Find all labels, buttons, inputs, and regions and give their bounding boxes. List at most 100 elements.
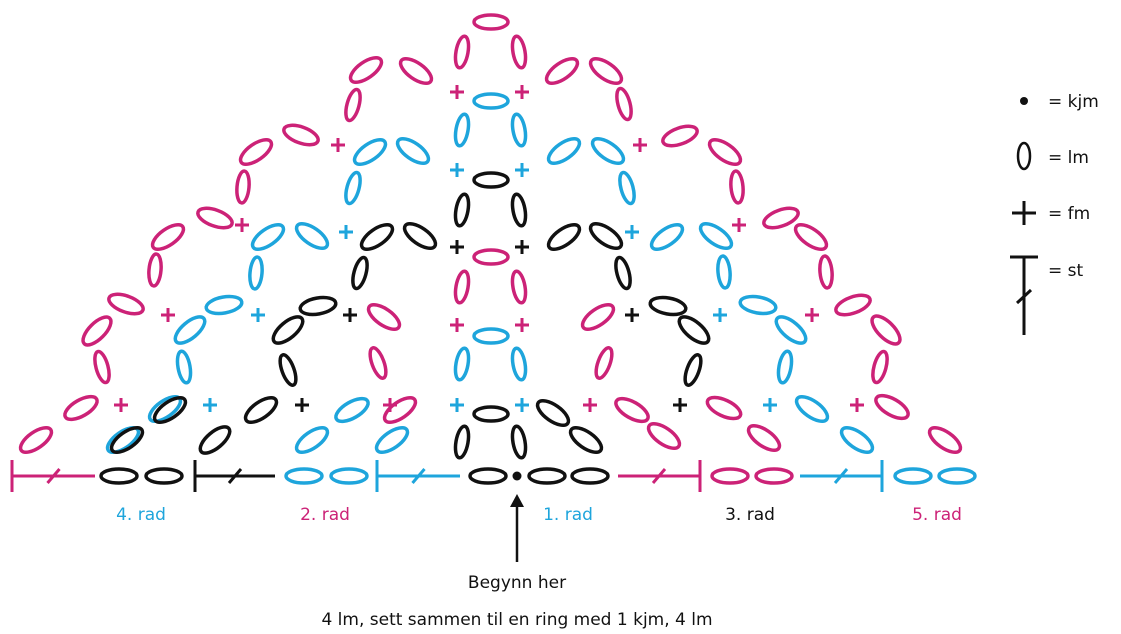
chain-oval-icon [893, 467, 933, 485]
single-crochet-plus-icon [203, 398, 217, 412]
chain-oval-icon [298, 295, 338, 317]
single-crochet-plus-icon [732, 218, 746, 232]
single-crochet-plus-icon [450, 85, 464, 99]
legend-label-lm: = lm [1048, 148, 1089, 168]
single-crochet-plus-icon [633, 138, 647, 152]
chain-oval-icon [109, 426, 145, 454]
double-crochet-bar-icon [800, 460, 884, 492]
double-crochet-bar-icon [375, 460, 460, 492]
chain-oval-icon [683, 353, 703, 387]
single-crochet-plus-icon [625, 225, 639, 239]
single-crochet-plus-icon [339, 225, 353, 239]
chain-oval-icon [818, 254, 834, 290]
chain-oval-icon [527, 467, 567, 485]
chain-oval-icon [395, 137, 431, 165]
chain-oval-icon [453, 269, 471, 305]
chain-oval-icon [282, 123, 320, 147]
chain-oval-icon [705, 395, 743, 421]
row-label-5: 5. rad [912, 505, 962, 525]
chain-oval-icon [271, 315, 305, 345]
chain-oval-icon [570, 467, 610, 485]
chain-oval-icon [710, 467, 750, 485]
single-crochet-plus-icon [343, 308, 357, 322]
single-crochet-marks [114, 85, 864, 481]
chain-oval-icon [793, 223, 829, 251]
chain-oval-icon [453, 424, 471, 460]
legend: = kjm = lm = fm = st [1010, 92, 1099, 335]
chain-oval-icon [344, 87, 362, 123]
chain-oval-icon [762, 206, 800, 230]
chain-oval-icon [284, 467, 324, 485]
start-instruction: 4 lm, sett sammen til en ring med 1 kjm,… [321, 610, 712, 630]
chain-oval-icon [776, 349, 794, 385]
chain-oval-icon [352, 138, 388, 166]
legend-label-kjm: = kjm [1048, 92, 1099, 112]
start-label: Begynn her [468, 573, 566, 593]
chain-oval-icon [677, 315, 711, 345]
chain-oval-icon [99, 467, 139, 485]
single-crochet-plus-icon [295, 398, 309, 412]
chain-oval-icon [937, 467, 977, 485]
chain-oval-icon [453, 346, 471, 382]
chain-oval-icon [334, 396, 370, 424]
chain-oval-icon [472, 405, 510, 423]
single-crochet-plus-icon [805, 308, 819, 322]
chain-oval-icon [107, 292, 145, 316]
chain-oval-icon [472, 327, 510, 345]
chain-oval-icon [198, 425, 232, 455]
chain-oval-icon [81, 315, 113, 347]
single-crochet-plus-icon [161, 308, 175, 322]
single-crochet-plus-icon [114, 398, 128, 412]
chain-oval-icon [546, 223, 582, 251]
single-crochet-plus-icon [1012, 201, 1036, 225]
chain-oval-icon [398, 57, 434, 85]
chain-oval-icon [152, 396, 188, 424]
chain-oval-icon [402, 222, 438, 250]
chain-oval-icon [614, 255, 632, 291]
chain-oval-icon [588, 57, 624, 85]
chain-oval-icon [348, 56, 384, 84]
chain-oval-icon [716, 254, 732, 290]
single-crochet-plus-icon [450, 163, 464, 177]
single-crochet-plus-icon [515, 240, 529, 254]
chain-oval-icon [472, 13, 510, 31]
single-crochet-plus-icon [763, 398, 777, 412]
chain-oval-icon [144, 467, 184, 485]
chain-oval-icon [235, 169, 251, 205]
chain-oval-icon [278, 353, 298, 387]
row-label-1: 1. rad [543, 505, 593, 525]
slip-stitch-dot-icon [512, 471, 522, 481]
chain-oval-icon [614, 396, 650, 424]
double-crochet-bar-icon [618, 460, 702, 492]
chain-oval-icon [661, 124, 699, 148]
single-crochet-plus-icon [383, 398, 397, 412]
chain-oval-icon [646, 422, 682, 450]
chain-oval-icon [568, 426, 604, 454]
chain-oval-icon [63, 394, 99, 422]
single-crochet-plus-icon [625, 308, 639, 322]
chain-oval-icon [698, 222, 734, 250]
chain-oval-icon [453, 112, 471, 148]
chain-oval-icon [468, 467, 508, 485]
chain-oval-icon [243, 396, 279, 424]
chain-oval-icon [382, 396, 418, 424]
single-crochet-plus-icon [450, 318, 464, 332]
chain-oval-icon [510, 424, 528, 460]
chain-oval-icon [588, 222, 624, 250]
chain-oval-icon [374, 426, 410, 454]
chain-oval-icon [510, 34, 528, 70]
single-crochet-plus-icon [450, 240, 464, 254]
chain-oval-icon [238, 138, 274, 166]
row-label-2: 2. rad [300, 505, 350, 525]
single-crochet-plus-icon [713, 308, 727, 322]
single-crochet-plus-icon [515, 163, 529, 177]
chain-oval-icon [707, 138, 743, 166]
chain-oval-icon [544, 57, 580, 85]
chain-oval-icon [18, 426, 54, 454]
double-crochet-tee-icon [1010, 255, 1038, 335]
chain-oval-icon [472, 248, 510, 266]
chain-oval-icon [535, 399, 571, 427]
chain-oval-icon [580, 303, 616, 331]
chain-oval-icon [794, 395, 830, 423]
chain-oval-icon [204, 294, 244, 316]
